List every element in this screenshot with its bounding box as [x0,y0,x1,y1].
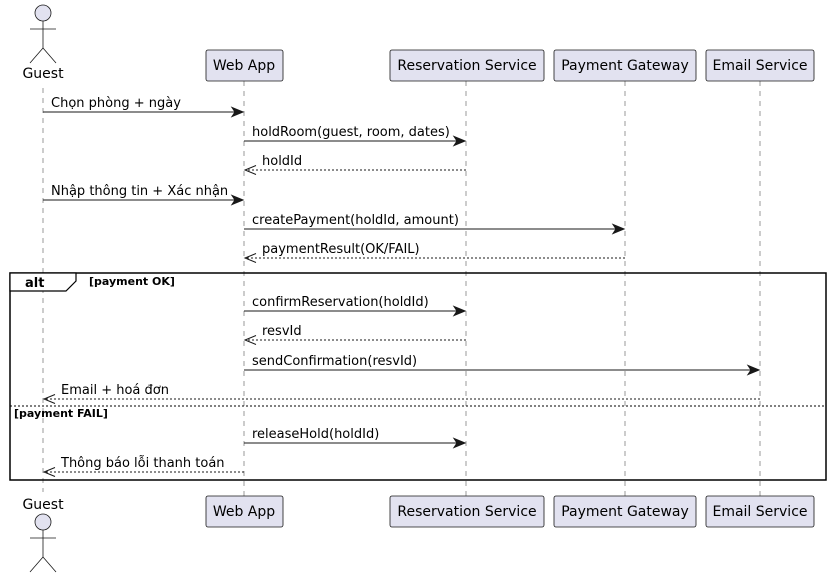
message-payment-result: paymentResult(OK/FAIL) [243,242,625,263]
message-email-invoice: Email + hoá đơn [42,383,760,404]
alt-frame [9,272,827,481]
actor-guest-top: Guest [22,4,64,82]
message-release-hold: releaseHold(holdId) [244,427,467,449]
message-hold-room: holdRoom(guest, room, dates) [244,125,467,147]
message-label: paymentResult(OK/FAIL) [262,242,420,257]
participant-email-top-label: Email Service [712,58,807,74]
message-enter-info: Nhập thông tin + Xác nhận [43,184,245,206]
message-choose-room: Chọn phòng + ngày [43,96,245,118]
message-label: releaseHold(holdId) [252,427,379,442]
message-label: Chọn phòng + ngày [51,96,181,111]
participant-reservation-bottom-label: Reservation Service [397,504,536,520]
actor-guest-top-label: Guest [22,66,64,82]
message-create-payment: createPayment(holdId, amount) [244,213,626,235]
participant-webapp-top: Web App [205,49,284,82]
message-label: sendConfirmation(resvId) [252,354,417,369]
message-label: Thông báo lỗi thanh toán [60,456,225,471]
alt-fragment: alt [payment OK] [payment FAIL] [9,272,827,481]
message-hold-id-return: holdId [243,154,466,175]
guard-payment-ok: [payment OK] [89,275,175,288]
message-label: holdRoom(guest, room, dates) [252,125,450,140]
participant-reservation-top-label: Reservation Service [397,58,536,74]
participant-payment-top: Payment Gateway [553,49,697,82]
message-resv-id-return: resvId [243,324,466,345]
participant-reservation-top: Reservation Service [389,49,545,82]
message-label: confirmReservation(holdId) [252,295,429,310]
actor-guest-bottom: Guest [22,497,64,573]
message-label: Nhập thông tin + Xác nhận [51,184,228,199]
message-label: holdId [262,154,302,169]
participant-webapp-top-label: Web App [213,58,275,74]
message-payment-error: Thông báo lỗi thanh toán [42,456,244,477]
participant-payment-bottom: Payment Gateway [553,495,697,528]
message-label: Email + hoá đơn [61,383,169,398]
participant-payment-bottom-label: Payment Gateway [561,504,689,520]
message-send-confirmation: sendConfirmation(resvId) [244,354,761,376]
guard-payment-fail: [payment FAIL] [14,407,108,420]
participant-reservation-bottom: Reservation Service [389,495,545,528]
message-label: createPayment(holdId, amount) [252,213,459,228]
alt-tab [9,272,77,292]
participant-webapp-bottom: Web App [205,495,284,528]
message-confirm-reservation: confirmReservation(holdId) [244,295,467,317]
participant-payment-top-label: Payment Gateway [561,58,689,74]
message-label: resvId [262,324,302,339]
actor-guest-bottom-label: Guest [22,497,64,513]
participant-email-top: Email Service [705,49,815,82]
participant-webapp-bottom-label: Web App [213,504,275,520]
participant-email-bottom-label: Email Service [712,504,807,520]
participant-email-bottom: Email Service [705,495,815,528]
alt-keyword: alt [25,276,44,291]
